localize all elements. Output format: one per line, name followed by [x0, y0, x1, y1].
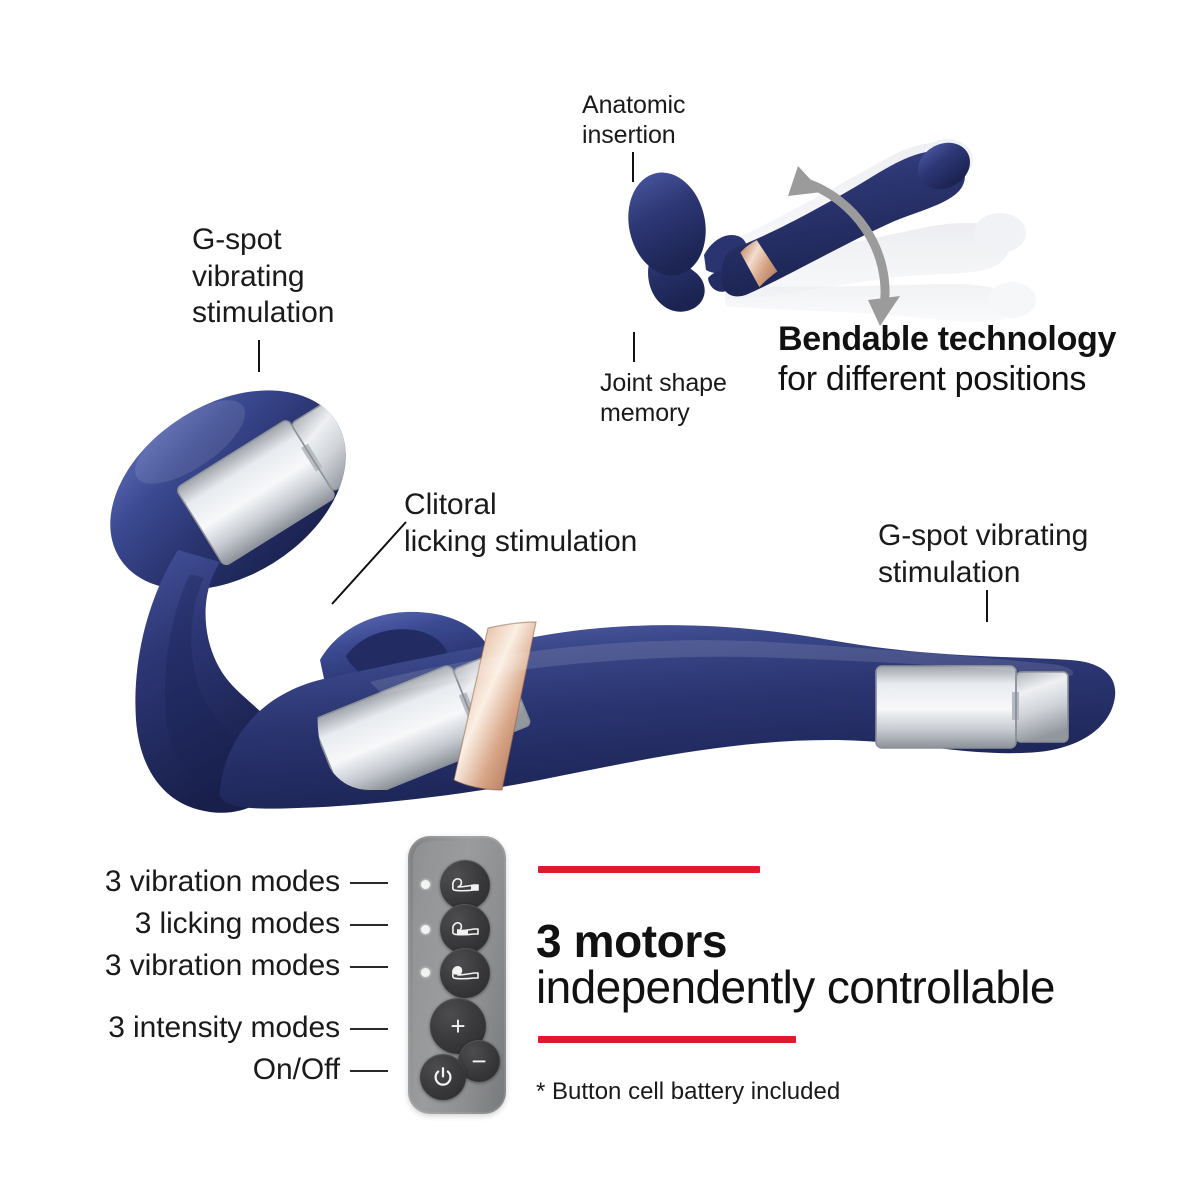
- remote-dash-4: [350, 1070, 388, 1072]
- red-rule-bottom: [538, 1036, 796, 1043]
- bend-arrow-head-down: [868, 296, 900, 326]
- power-button[interactable]: [420, 1054, 466, 1100]
- callout-anatomic-insertion: Anatomic insertion: [582, 91, 686, 149]
- callout-gspot-left: G-spot vibrating stimulation: [192, 223, 335, 330]
- minus-icon: −: [471, 1046, 487, 1076]
- bendable-technology-subtitle: for different positions: [778, 360, 1087, 398]
- leader-line-gspot-right: [986, 590, 988, 622]
- mode-button-3[interactable]: [440, 948, 490, 998]
- leader-line-joint-shape-memory: [633, 332, 635, 362]
- product-anatomic-bulb: [110, 390, 383, 590]
- device-head-icon: [451, 878, 479, 892]
- remote-dash-2: [350, 966, 388, 968]
- main-product-illustration: [110, 390, 1116, 813]
- led-indicator-1: [421, 880, 430, 889]
- remote-dash-3: [350, 1028, 388, 1030]
- leader-line-clitoral: [331, 521, 407, 605]
- callout-joint-shape-memory: Joint shape memory: [600, 369, 727, 427]
- callout-clitoral-licking: Clitoral licking stimulation: [404, 488, 638, 558]
- remote-dash-0: [350, 882, 388, 884]
- product-rose-gold-ring: [454, 622, 536, 790]
- ghost-position-lower: [720, 213, 1026, 300]
- leader-line-gspot-left: [258, 340, 260, 372]
- mode-button-1[interactable]: [440, 860, 490, 910]
- battery-footnote: * Button cell battery included: [536, 1078, 841, 1105]
- led-indicator-2: [421, 925, 430, 934]
- bend-arrow-head-up: [788, 166, 822, 196]
- device-mid-icon: [451, 922, 479, 936]
- bendable-device-illustration: [628, 139, 1036, 326]
- red-rule-top: [538, 866, 760, 873]
- remote-label-2: 3 vibration modes: [104, 949, 340, 982]
- remote-label-4: On/Off: [252, 1053, 340, 1086]
- device-tail-icon: [451, 966, 479, 980]
- motors-subtitle: independently controllable: [536, 961, 1056, 1013]
- mode-button-2[interactable]: [440, 904, 490, 954]
- led-indicator-3: [421, 968, 430, 977]
- plus-button[interactable]: +: [430, 998, 486, 1054]
- power-icon: [434, 1067, 452, 1086]
- product-main-shaft: [219, 621, 1116, 809]
- bendable-technology-title: Bendable technology: [778, 320, 1117, 358]
- leader-line-anatomic-insertion: [632, 152, 634, 182]
- remote-label-0: 3 vibration modes: [104, 865, 340, 898]
- remote-label-1: 3 licking modes: [134, 907, 340, 940]
- callout-gspot-right: G-spot vibrating stimulation: [878, 519, 1089, 589]
- remote-dash-1: [350, 924, 388, 926]
- remote-label-3: 3 intensity modes: [108, 1011, 340, 1044]
- bendable-device-main: [628, 142, 970, 312]
- motors-title: 3 motors: [536, 915, 728, 967]
- remote-control[interactable]: + −: [408, 836, 506, 1114]
- plus-icon: +: [450, 1011, 466, 1041]
- bend-direction-arrow: [799, 177, 890, 313]
